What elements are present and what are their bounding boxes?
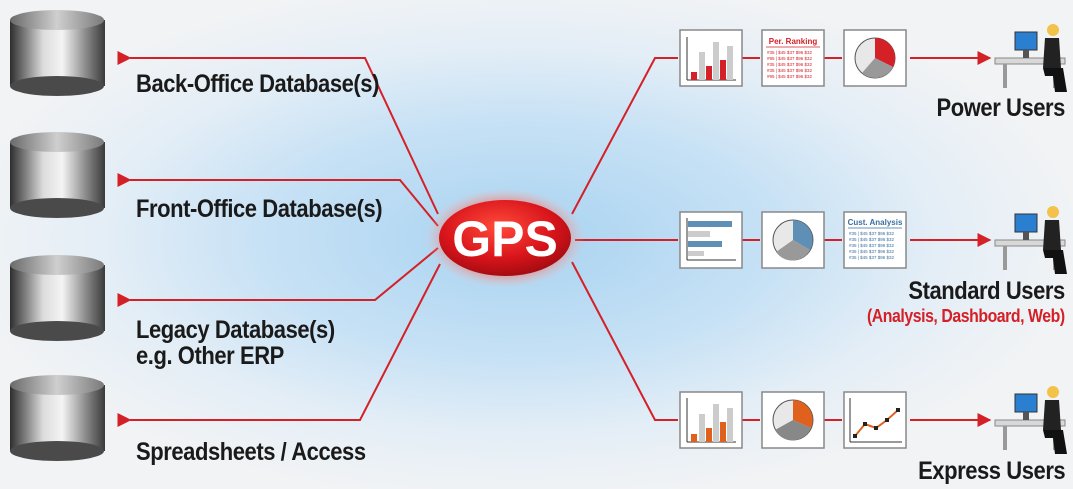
label-power-users: Power Users [936,94,1066,122]
pie-chart-icon-power [843,29,907,87]
gps-label: GPS [452,211,558,267]
connector-express [571,261,678,421]
line-chart-icon-express [843,391,907,449]
svg-text:#35 | $45 $37 $96 $32: #35 | $45 $37 $96 $32 [849,231,894,236]
connector-front-office [117,173,439,227]
label-spreadsheets: Spreadsheets / Access [136,438,366,466]
svg-text:Per. Ranking: Per. Ranking [769,37,818,46]
gps-hub: GPS [425,188,585,288]
svg-text:#35 | $45 $37 $96 $32: #35 | $45 $37 $96 $32 [849,249,894,254]
svg-text:#95 | $45 $37 $96 $32: #95 | $45 $37 $96 $32 [767,74,812,79]
svg-text:#35 | $45 $37 $96 $32: #35 | $45 $37 $96 $32 [767,50,812,55]
label-legacy-example: e.g. Other ERP [136,342,284,370]
svg-text:Cust. Analysis: Cust. Analysis [848,218,903,227]
workstation-icon-express [994,386,1067,454]
pie-chart-icon-express [761,391,825,449]
svg-text:#95 | $45 $37 $96 $32: #95 | $45 $37 $96 $32 [767,56,812,61]
connector-power [571,57,678,215]
label-front-office: Front-Office Database(s) [136,195,383,223]
svg-text:#35 | $45 $37 $96 $32: #35 | $45 $37 $96 $32 [849,243,894,248]
label-legacy: Legacy Database(s) [136,316,335,344]
hbar-chart-icon-standard [679,211,743,269]
report-per-ranking: Per. Ranking #35 | $45 $37 $96 $32 #95 |… [761,29,825,87]
svg-text:#35 | $45 $37 $96 $32: #35 | $45 $37 $96 $32 [849,255,894,260]
label-standard-users: Standard Users [908,277,1066,305]
database-icon-front-office [10,132,105,218]
label-express-users: Express Users [917,457,1066,485]
label-standard-users-sub: (Analysis, Dashboard, Web) [867,306,1065,326]
workstation-icon-standard [994,206,1067,274]
connector-spreadsheets [117,263,441,427]
svg-text:#35 | $45 $37 $96 $32: #35 | $45 $37 $96 $32 [849,237,894,242]
report-cust-analysis: Cust. Analysis #35 | $45 $37 $96 $32 #35… [843,211,907,269]
label-back-office: Back-Office Database(s) [136,70,379,98]
bar-chart-icon-power [679,29,743,87]
database-icon-spreadsheets [10,375,105,461]
database-icon-legacy [10,255,105,341]
pie-chart-icon-standard [761,211,825,269]
bar-chart-icon-express [679,391,743,449]
connector-back-office [117,51,439,215]
database-icon-back-office [10,10,105,96]
svg-text:#35 | $45 $37 $96 $32: #35 | $45 $37 $96 $32 [767,62,812,67]
svg-text:#35 | $45 $37 $96 $32: #35 | $45 $37 $96 $32 [767,68,812,73]
connector-legacy [117,247,439,307]
workstation-icon-power [994,24,1067,92]
